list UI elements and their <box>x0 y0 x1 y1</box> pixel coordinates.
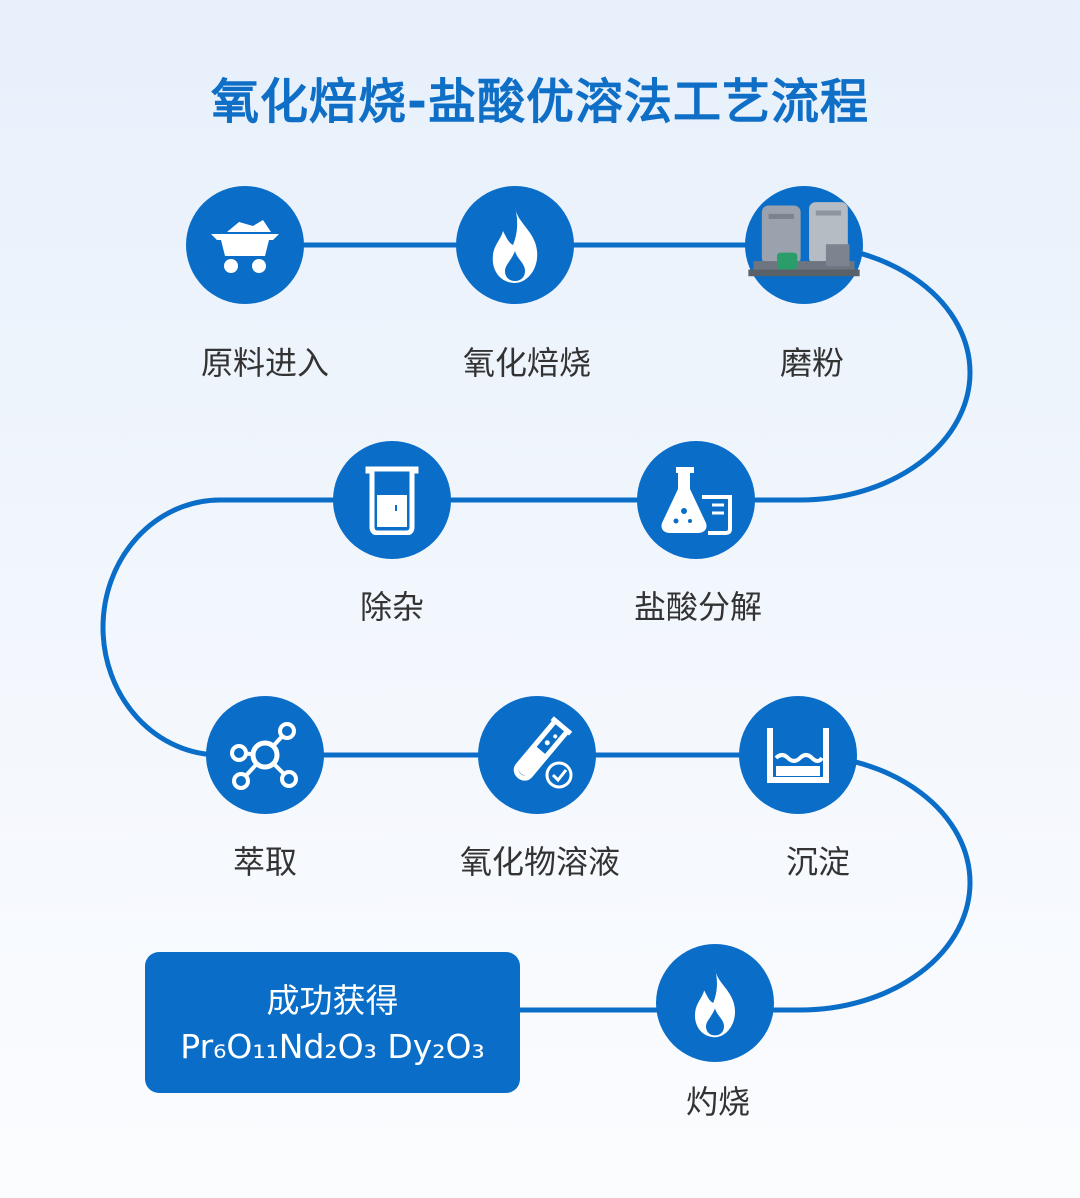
result-title: 成功获得 <box>266 981 399 1020</box>
step-oxidation-roasting-node <box>456 186 574 304</box>
result-products: Pr₆O₁₁Nd₂O₃ Dy₂O₃ <box>180 1027 485 1066</box>
test-tube-icon <box>513 716 573 789</box>
step-precipitation-node <box>739 696 857 814</box>
sediment-tank-icon <box>767 728 829 783</box>
step-label: 灼烧 <box>685 1083 750 1121</box>
step-label: 沉淀 <box>785 843 850 881</box>
step-label: 盐酸分解 <box>633 588 762 626</box>
step-hcl-decomposition-node <box>637 441 755 559</box>
page-title: 氧化焙烧-盐酸优溶法工艺流程 <box>211 74 869 130</box>
flask-icon <box>661 467 732 535</box>
step-label: 原料进入 <box>200 344 329 382</box>
step-label: 氧化焙烧 <box>462 344 591 382</box>
step-label: 萃取 <box>232 843 297 881</box>
step-grinding-node <box>745 186 863 304</box>
step-impurity-removal-node <box>333 441 451 559</box>
step-label: 磨粉 <box>779 344 844 382</box>
step-extraction-node <box>206 696 324 814</box>
step-oxide-solution-node <box>478 696 596 814</box>
molecule-icon <box>230 722 298 790</box>
grinding-mill-image <box>748 202 860 277</box>
step-label: 除杂 <box>359 588 424 626</box>
beaker-icon <box>365 466 419 535</box>
mine-cart-icon <box>211 220 279 273</box>
step-label: 氧化物溶液 <box>459 843 620 881</box>
result-box: 成功获得 Pr₆O₁₁Nd₂O₃ Dy₂O₃ <box>145 952 520 1093</box>
step-raw-material-node <box>186 186 304 304</box>
flame-icon <box>694 968 735 1038</box>
flame-icon <box>492 207 538 283</box>
step-calcination-node <box>656 944 774 1062</box>
